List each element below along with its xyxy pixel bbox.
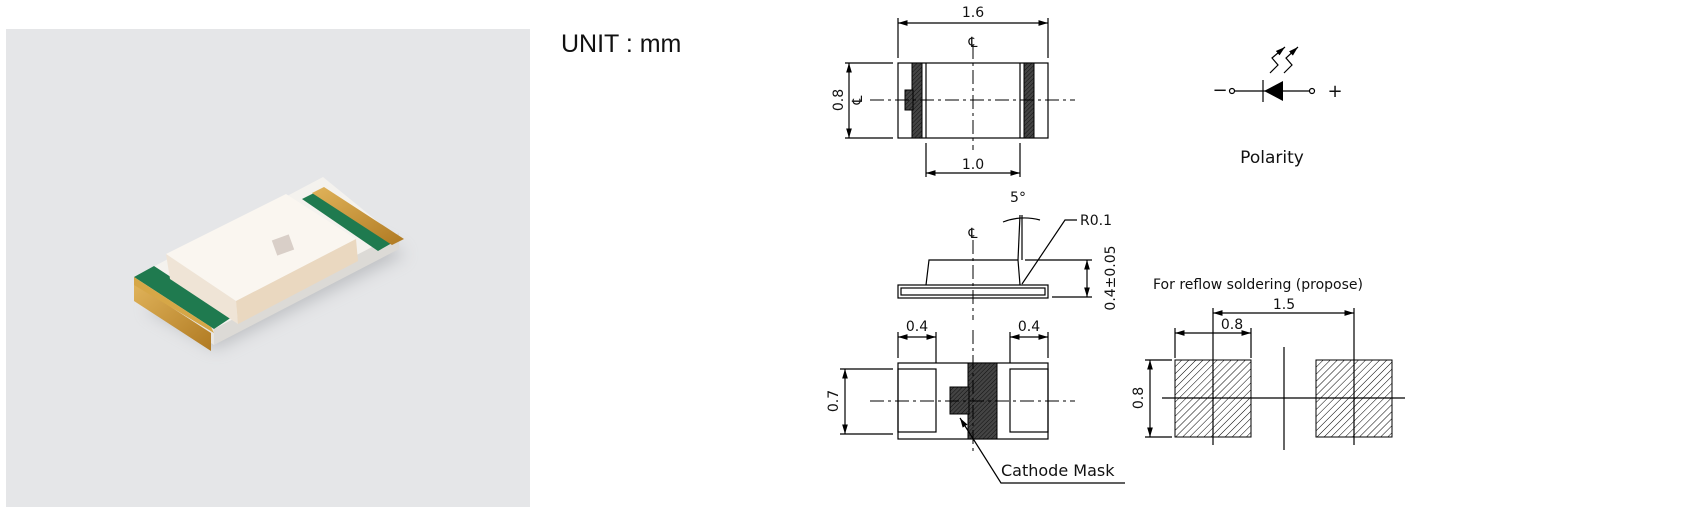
dim-width: 0.8: [831, 89, 847, 111]
side-view: ℄ 5° R0.1 0.4±0.05: [897, 190, 1119, 320]
dim-pad-height: 0.8: [1131, 387, 1147, 409]
centerline-mark: ℄: [968, 226, 978, 242]
dim-bottom-height: 0.7: [826, 390, 842, 412]
led-chip-image: [134, 177, 406, 351]
polarity-symbol: − + Polarity: [1212, 46, 1343, 168]
centerline-mark: ℄: [850, 96, 866, 106]
dim-inner: 1.0: [962, 157, 984, 173]
polarity-label: Polarity: [1240, 148, 1304, 168]
dim-length: 1.6: [962, 5, 984, 21]
dim-pitch: 1.5: [1273, 297, 1295, 313]
dim-pad-right: 0.4: [1018, 319, 1040, 335]
unit-label: UNIT : mm: [561, 30, 682, 58]
diode-icon: [1264, 81, 1283, 101]
centerline-mark: ℄: [968, 35, 978, 51]
plus-sign: +: [1327, 81, 1342, 102]
dim-height: 0.4±0.05: [1103, 245, 1119, 310]
led-photo: [6, 29, 530, 507]
top-view: 1.6 ℄ 0.8 ℄ 1.0: [831, 5, 1075, 177]
reflow-title: For reflow soldering (propose): [1153, 277, 1363, 293]
dim-pad-left: 0.4: [906, 319, 928, 335]
dim-angle: 5°: [1010, 190, 1026, 206]
bottom-view: 0.4 0.4 0.7 Cathode Mask: [826, 319, 1125, 484]
reflow-footprint: For reflow soldering (propose) 1.5 0.8 0…: [1131, 277, 1405, 450]
dim-radius: R0.1: [1080, 213, 1112, 229]
cathode-mask-label: Cathode Mask: [1001, 461, 1115, 480]
minus-sign: −: [1212, 80, 1227, 101]
dim-pad-width: 0.8: [1221, 317, 1243, 333]
